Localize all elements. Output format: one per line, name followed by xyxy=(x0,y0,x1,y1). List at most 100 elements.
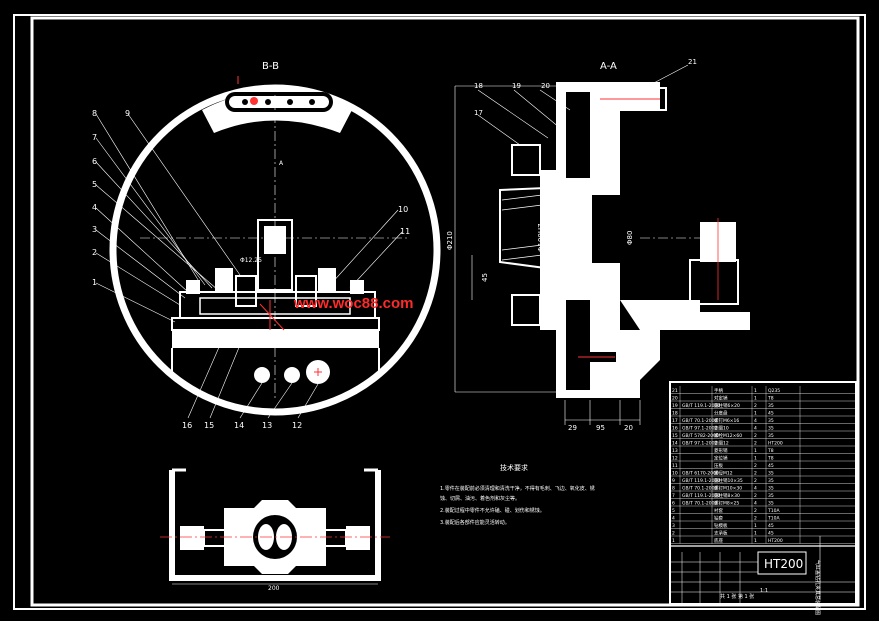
svg-text:200: 200 xyxy=(268,585,280,592)
svg-text:4: 4 xyxy=(92,203,97,212)
bom-cell: T8 xyxy=(767,456,774,462)
bom-cell: HT200 xyxy=(768,538,783,544)
callouts-left: 8 7 6 5 4 3 2 1 9 10 11 16 15 14 13 12 xyxy=(92,109,410,430)
bottom-plan-view: 200 xyxy=(160,468,390,592)
bom-cell: 定位销 xyxy=(714,455,728,462)
bom-cell: 13 xyxy=(672,448,678,454)
bom-cell: 35 xyxy=(768,471,774,477)
bom-cell: 16 xyxy=(672,426,678,432)
svg-text:Φ12.25: Φ12.25 xyxy=(240,257,262,264)
bom-cell: 4 xyxy=(754,426,757,432)
svg-text:16: 16 xyxy=(182,421,192,430)
bom-cell: 4 xyxy=(754,418,757,424)
bom-cell: 压板 xyxy=(714,462,723,469)
svg-text:Φ100H7: Φ100H7 xyxy=(537,223,545,252)
bom-cell: HT200 xyxy=(768,441,783,447)
bom-cell: 钻模板 xyxy=(714,522,728,529)
svg-text:20: 20 xyxy=(541,82,550,90)
svg-text:7: 7 xyxy=(92,133,97,142)
svg-text:20: 20 xyxy=(624,424,633,432)
bom-cell: 手柄 xyxy=(714,387,723,394)
bom-cell: 8 xyxy=(672,486,675,492)
bom-cell: 20 xyxy=(672,396,678,402)
bom-cell: 35 xyxy=(768,501,774,507)
svg-text:11: 11 xyxy=(400,227,410,236)
bom-cell: 7 xyxy=(672,493,675,499)
svg-text:12: 12 xyxy=(292,421,302,430)
bom-cell: 钻套 xyxy=(714,515,723,522)
bom-cell: 衬套 xyxy=(714,507,723,514)
svg-text:Φ210: Φ210 xyxy=(446,231,454,250)
svg-text:2: 2 xyxy=(92,248,97,257)
svg-text:15: 15 xyxy=(204,421,214,430)
bom-cell: 14 xyxy=(672,441,678,447)
bom-cell: 17 xyxy=(672,418,678,424)
bom-cell: 螺栓M12×60 xyxy=(714,432,742,439)
bom-cell: 支承板 xyxy=(714,530,728,537)
bom-cell: 2 xyxy=(754,403,757,409)
bom-cell: 19 xyxy=(672,403,678,409)
bom-cell: 螺钉M6×16 xyxy=(714,417,739,424)
section-bb-view: B-B A Φ12.25 xyxy=(92,61,441,430)
bom-cell: 垫圈12 xyxy=(714,440,729,447)
bom-cell: 垫圈10 xyxy=(714,425,729,432)
svg-text:2.装配过程中零件不允许磕、碰、划伤和锈蚀。: 2.装配过程中零件不允许磕、碰、划伤和锈蚀。 xyxy=(440,507,545,514)
section-bb-label: B-B xyxy=(262,61,279,72)
bom-cell: 45 xyxy=(768,523,774,529)
bom-cell: 2 xyxy=(754,508,757,514)
bom-cell: 12 xyxy=(672,456,678,462)
bom-cell: 4 xyxy=(754,486,757,492)
section-aa-view: A-A xyxy=(446,58,750,432)
bom-cell: 2 xyxy=(754,471,757,477)
svg-text:3: 3 xyxy=(92,225,97,234)
svg-text:14: 14 xyxy=(234,421,244,430)
bom-cell: 螺钉M8×25 xyxy=(714,500,739,507)
svg-text:19: 19 xyxy=(512,82,521,90)
bom-cell: 35 xyxy=(768,433,774,439)
bom-cell: 6 xyxy=(672,501,675,507)
svg-text:共 1 张 第 1 张: 共 1 张 第 1 张 xyxy=(720,593,754,600)
bom-cell: T10A xyxy=(767,516,780,522)
bom-cell: Q235 xyxy=(768,388,780,394)
svg-text:气缸盖钻孔夹具总装配图: 气缸盖钻孔夹具总装配图 xyxy=(814,560,821,615)
svg-text:45: 45 xyxy=(481,273,489,282)
svg-text:1: 1 xyxy=(92,278,97,287)
bom-cell: 螺钉M10×30 xyxy=(714,485,742,492)
bom-cell: 圆柱销6×20 xyxy=(714,402,740,409)
svg-text:3.装配后各部件应能灵活转动。: 3.装配后各部件应能灵活转动。 xyxy=(440,519,510,526)
bom-cell: 圆柱销8×30 xyxy=(714,492,740,499)
bom-cell: 对定销 xyxy=(714,395,728,402)
bom-cell: T8 xyxy=(767,448,774,454)
bom-cell: 2 xyxy=(754,493,757,499)
bom-cell: 2 xyxy=(754,463,757,469)
base-plate xyxy=(172,330,379,348)
bom-cell: GB/T 5782-2000 xyxy=(682,433,719,439)
bom-cell: GB/T 70.1-2000 xyxy=(682,486,718,492)
bom-cell: 3 xyxy=(672,523,675,529)
bom-cell: 2 xyxy=(754,478,757,484)
bom-cell: 1 xyxy=(754,388,757,394)
bom-cell: 菱形销 xyxy=(714,447,728,454)
svg-text:蚀、切屑、油污、着色剂和灰尘等。: 蚀、切屑、油污、着色剂和灰尘等。 xyxy=(440,495,520,502)
svg-text:95: 95 xyxy=(596,424,605,432)
bom-cell: 1 xyxy=(754,523,757,529)
bom-cell: 5 xyxy=(672,508,675,514)
svg-text:21: 21 xyxy=(688,58,697,66)
bom-cell: T8 xyxy=(767,396,774,402)
svg-text:A: A xyxy=(279,160,284,167)
bom-cell: GB/T 119.1-2000 xyxy=(682,478,720,484)
material-label: HT200 xyxy=(764,557,803,571)
bom-cell: GB/T 97.1-2002 xyxy=(682,441,718,447)
bom-cell: 18 xyxy=(672,411,678,417)
svg-text:5: 5 xyxy=(92,180,97,189)
svg-text:技术要求: 技术要求 xyxy=(500,463,528,472)
bom-cell: 1 xyxy=(754,456,757,462)
bom-cell: 底座 xyxy=(714,537,723,544)
bom-cell: GB/T 119.1-2000 xyxy=(682,403,720,409)
bom-cell: 螺母M12 xyxy=(714,470,733,477)
bom-cell: 11 xyxy=(672,463,678,469)
bom-cell: 2 xyxy=(754,441,757,447)
bom-cell: 1 xyxy=(754,448,757,454)
svg-text:1:1: 1:1 xyxy=(760,588,768,594)
